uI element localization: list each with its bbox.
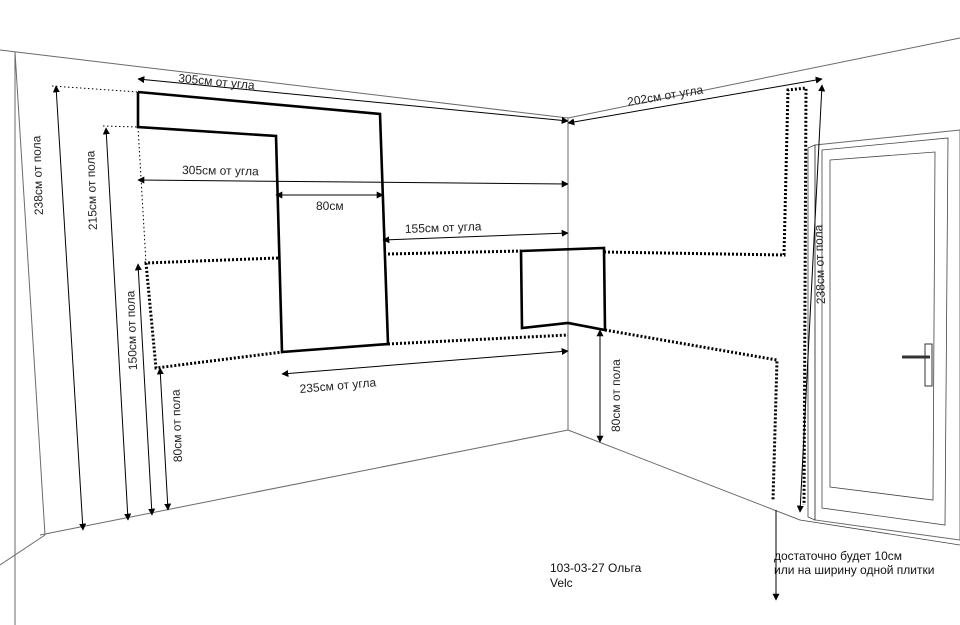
label-right-80: 80см от пола: [609, 359, 623, 432]
door-frame: [814, 129, 960, 541]
floor-left-edge: [39, 429, 569, 536]
note-line-1: достаточно будет 10см: [774, 549, 902, 563]
ref-215: [102, 125, 139, 128]
dotted-tiling-outlines: [144, 86, 808, 506]
arrow-202: [567, 76, 823, 126]
ref-vertical: [137, 126, 147, 264]
ref-238: [51, 85, 139, 93]
caption-line-1: 103-03-27 Ольга: [550, 561, 642, 575]
label-left-238: 238см от пола: [29, 135, 46, 215]
label-235: 235см от угла: [299, 375, 377, 396]
upper-tiling-area: [136, 90, 390, 354]
dotted-bottom-middle: [387, 333, 569, 346]
label-155: 155см от угла: [405, 219, 482, 236]
door-panel: [829, 151, 936, 501]
left-dotted-area: [144, 256, 283, 370]
room-walls: [0, 37, 960, 625]
dotted-top-middle: [387, 249, 522, 256]
door-frame-inner: [821, 137, 949, 526]
right-tiling-box: [519, 246, 607, 332]
arrow-235: [281, 348, 569, 377]
floor-right-edge: [567, 429, 801, 521]
label-305-top: 305см от угла: [178, 71, 256, 92]
door-handle-plate: [924, 343, 933, 387]
right-dotted-strip-bottom: [604, 328, 779, 501]
label-door-238: 238см от пола: [811, 224, 828, 304]
caption-line-2: Velc: [550, 576, 573, 590]
reference-lines: [51, 85, 147, 264]
dimension-labels: 305см от угла 202см от угла 305см от угл…: [29, 71, 828, 462]
left-wall-diagonal: [14, 51, 46, 536]
label-left-80: 80см от пола: [168, 389, 185, 463]
arrow-155: [382, 229, 569, 244]
note-line-2: или на ширину одной плитки: [774, 563, 934, 577]
label-left-215: 215см от пола: [83, 150, 100, 230]
ceiling-right-edge: [567, 37, 960, 119]
label-left-150: 150см от пола: [123, 290, 140, 370]
label-305-mid: 305см от угла: [182, 163, 259, 178]
arrow-left-215: [102, 127, 132, 521]
arrow-left-80: [156, 367, 172, 511]
arrow-305-mid: [137, 176, 569, 188]
arrow-door-238: [796, 84, 826, 513]
arrow-left-150: [134, 263, 156, 516]
label-202: 202см от угла: [626, 82, 704, 109]
arrow-left-238: [52, 85, 87, 531]
label-80cm: 80см: [316, 199, 344, 213]
ceiling-left-edge: [0, 49, 569, 119]
floor-corner-left: [0, 534, 46, 566]
door: [799, 129, 960, 546]
notes: достаточно будет 10см или на ширину одно…: [550, 549, 934, 590]
door-threshold: [799, 519, 960, 546]
arrow-305-top: [137, 76, 569, 124]
solid-tiling-outlines: [136, 90, 607, 354]
dimension-arrows: [52, 76, 826, 601]
